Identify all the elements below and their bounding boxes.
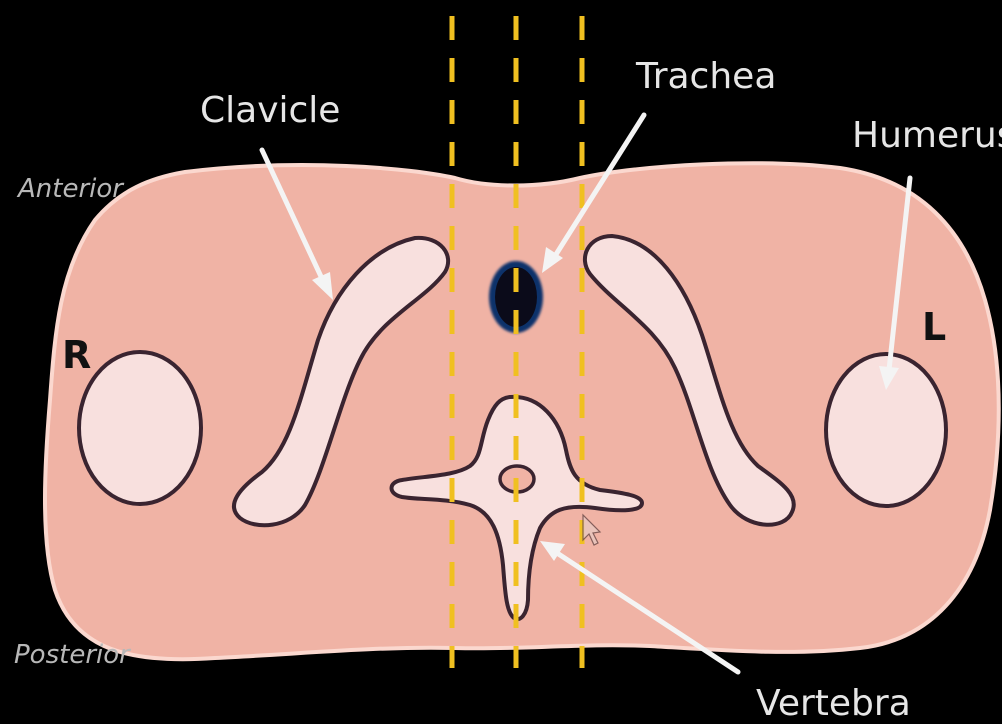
label-vertebra: Vertebra (756, 683, 911, 724)
label-left-side: L (922, 305, 946, 349)
label-trachea: Trachea (635, 56, 776, 97)
label-right-side: R (62, 333, 91, 377)
humerus-right (79, 352, 201, 504)
label-anterior: Anterior (16, 174, 125, 204)
label-humerus: Humerus (852, 115, 1002, 156)
label-posterior: Posterior (14, 640, 132, 670)
label-clavicle: Clavicle (200, 90, 340, 131)
